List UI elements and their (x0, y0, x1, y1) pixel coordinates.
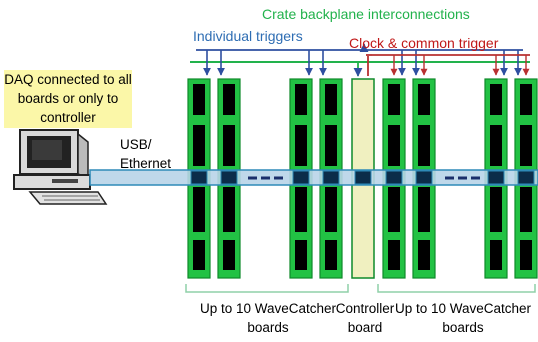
bus-nodes (190, 170, 535, 185)
bus-node (190, 170, 208, 185)
bus-node (517, 170, 535, 185)
bus-node (220, 170, 238, 185)
left-group-label: Up to 10 WaveCatcher boards (199, 301, 337, 335)
individual-trigger-bus (196, 43, 523, 76)
individual-triggers-label: Individual triggers (193, 28, 303, 44)
controller-label: Controller board (335, 301, 395, 335)
usb-ethernet-label: USB/ Ethernet (120, 137, 172, 171)
bus-node (487, 170, 505, 185)
right-group-label: Up to 10 WaveCatcher boards (394, 301, 532, 335)
bus-node (354, 170, 372, 185)
clock-trigger-label: Clock & common trigger (349, 35, 499, 51)
group-brackets (185, 284, 536, 293)
bus-node (292, 170, 310, 185)
bus-node (415, 170, 433, 185)
clock-trigger-bus (353, 54, 530, 77)
wavecatcher-board (484, 78, 508, 279)
bus-node (322, 170, 340, 185)
crate-backplane-label: Crate backplane interconnections (262, 6, 470, 22)
bus-node (385, 170, 403, 185)
daq-label: DAQ connected to all boards or only to c… (4, 70, 132, 128)
computer-icon (13, 129, 108, 205)
